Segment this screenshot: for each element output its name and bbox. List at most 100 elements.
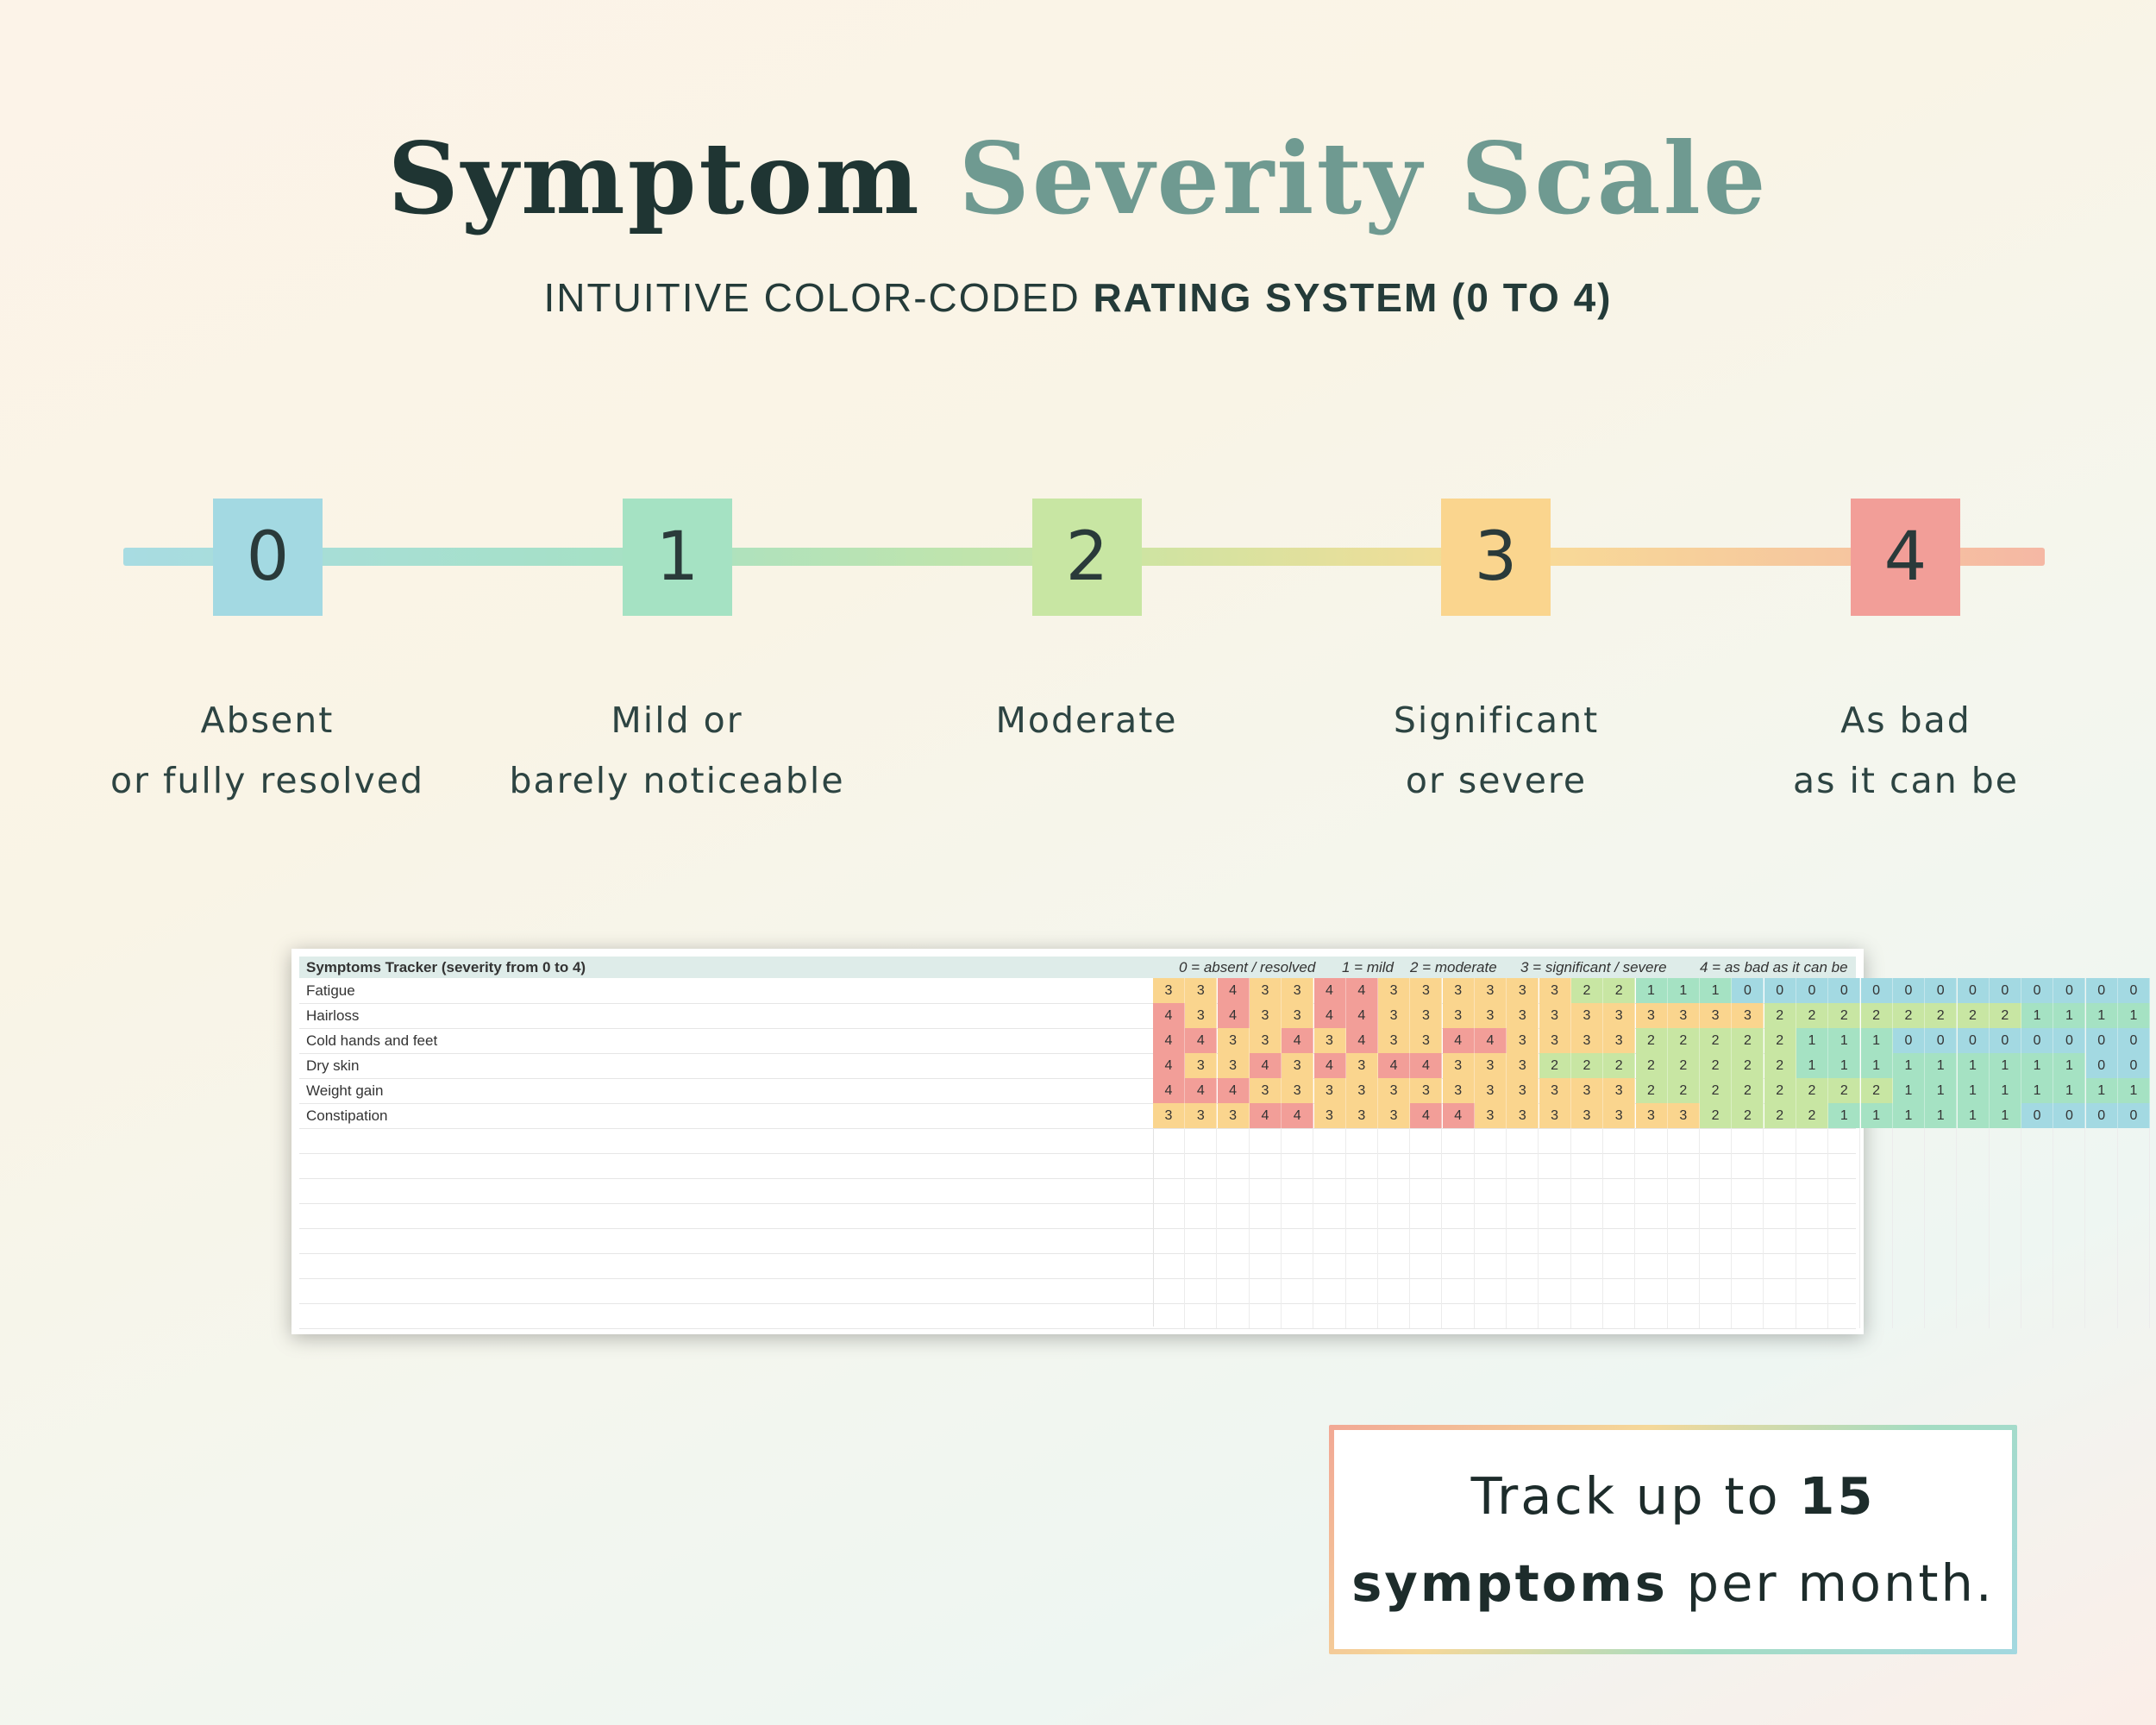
empty-cell bbox=[1378, 1303, 1411, 1328]
severity-cell: 0 bbox=[1957, 1028, 1990, 1053]
empty-cell bbox=[1539, 1253, 1571, 1278]
empty-cell bbox=[1153, 1178, 1185, 1203]
severity-cell: 4 bbox=[1313, 1053, 1346, 1078]
empty-cell bbox=[1571, 1128, 1603, 1153]
severity-cell: 2 bbox=[1732, 1078, 1764, 1103]
scale-description-line-2: or severe bbox=[1405, 760, 1588, 801]
severity-cell: 3 bbox=[1539, 1028, 1571, 1053]
severity-cell: 2 bbox=[1570, 978, 1603, 1003]
empty-cell bbox=[1893, 1228, 1925, 1253]
empty-cell bbox=[1668, 1153, 1700, 1178]
severity-cell: 3 bbox=[1570, 1078, 1603, 1103]
empty-cell bbox=[1571, 1303, 1603, 1328]
severity-cell: 3 bbox=[1313, 1028, 1346, 1053]
empty-cell bbox=[1828, 1128, 1861, 1153]
empty-cell bbox=[1218, 1253, 1250, 1278]
severity-cell: 2 bbox=[1828, 1003, 1861, 1028]
severity-cell: 0 bbox=[1989, 1028, 2021, 1053]
empty-cell bbox=[1990, 1278, 2021, 1303]
severity-cell: 2 bbox=[1732, 1053, 1764, 1078]
severity-cell: 4 bbox=[1345, 978, 1378, 1003]
table-row-empty bbox=[299, 1228, 2150, 1254]
empty-cell bbox=[1636, 1153, 1668, 1178]
severity-cell: 2 bbox=[1764, 1103, 1796, 1128]
severity-cell: 3 bbox=[1667, 1003, 1700, 1028]
empty-cell bbox=[1507, 1278, 1539, 1303]
severity-cell: 2 bbox=[1700, 1053, 1733, 1078]
empty-cell bbox=[1796, 1278, 1828, 1303]
severity-cell: 0 bbox=[2118, 1028, 2150, 1053]
scale-box-3: 3 bbox=[1441, 499, 1551, 616]
severity-cell: 2 bbox=[1667, 1053, 1700, 1078]
severity-cell: 1 bbox=[2021, 1053, 2054, 1078]
empty-cell bbox=[2021, 1153, 2054, 1178]
empty-cell bbox=[1925, 1128, 1958, 1153]
empty-cell bbox=[1828, 1228, 1861, 1253]
severity-cell: 3 bbox=[1603, 1103, 1636, 1128]
severity-cell: 0 bbox=[2085, 1053, 2118, 1078]
severity-cell: 3 bbox=[1249, 1028, 1282, 1053]
severity-cell: 2 bbox=[1796, 1003, 1828, 1028]
empty-cell bbox=[1443, 1228, 1475, 1253]
title-part-1: Symptom bbox=[387, 121, 922, 236]
severity-cell: 0 bbox=[2053, 1103, 2086, 1128]
empty-cell bbox=[1893, 1153, 1925, 1178]
severity-cell: 4 bbox=[1345, 1028, 1378, 1053]
severity-cell: 3 bbox=[1507, 978, 1539, 1003]
empty-cell bbox=[1796, 1203, 1828, 1228]
scale-description-line-2: barely noticeable bbox=[509, 760, 845, 801]
severity-cell: 1 bbox=[1892, 1078, 1925, 1103]
empty-cell bbox=[1796, 1153, 1828, 1178]
empty-cell bbox=[1603, 1178, 1636, 1203]
empty-cell bbox=[1507, 1253, 1539, 1278]
severity-cell: 4 bbox=[1217, 1003, 1250, 1028]
empty-cell bbox=[1539, 1153, 1571, 1178]
empty-cell bbox=[1218, 1278, 1250, 1303]
scale-value: 4 bbox=[1883, 518, 1927, 596]
empty-cell bbox=[1443, 1153, 1475, 1178]
severity-cell: 3 bbox=[1217, 1103, 1250, 1128]
scale-description-4: As bad as it can be bbox=[1716, 690, 2096, 811]
severity-cell: 3 bbox=[1217, 1028, 1250, 1053]
empty-cell bbox=[1346, 1253, 1378, 1278]
empty-cell bbox=[1828, 1253, 1861, 1278]
severity-cell: 3 bbox=[1217, 1053, 1250, 1078]
severity-cell: 1 bbox=[1957, 1103, 1990, 1128]
scale-description-2: Moderate bbox=[897, 690, 1276, 750]
empty-cell bbox=[1507, 1228, 1539, 1253]
severity-cell: 2 bbox=[1860, 1003, 1893, 1028]
empty-cell bbox=[1218, 1203, 1250, 1228]
empty-cell bbox=[1700, 1203, 1733, 1228]
empty-cell bbox=[1764, 1228, 1796, 1253]
severity-cell: 1 bbox=[1925, 1103, 1958, 1128]
severity-cell: 0 bbox=[1796, 978, 1828, 1003]
empty-cell bbox=[1571, 1153, 1603, 1178]
empty-cell bbox=[1861, 1303, 1893, 1328]
empty-cell bbox=[1218, 1178, 1250, 1203]
cta-box: Track up to 15 symptoms per month. bbox=[1329, 1425, 2017, 1654]
severity-cell: 3 bbox=[1410, 978, 1443, 1003]
empty-cell bbox=[1925, 1303, 1958, 1328]
empty-cell bbox=[1700, 1228, 1733, 1253]
table-row-empty bbox=[299, 1128, 2150, 1154]
empty-cell bbox=[1185, 1228, 1218, 1253]
empty-cell bbox=[2053, 1228, 2086, 1253]
empty-cell bbox=[1732, 1253, 1764, 1278]
empty-cell bbox=[1861, 1203, 1893, 1228]
scale-box-2: 2 bbox=[1032, 499, 1142, 616]
severity-cell: 4 bbox=[1442, 1103, 1475, 1128]
severity-cell: 3 bbox=[1249, 978, 1282, 1003]
severity-cell: 3 bbox=[1475, 1078, 1507, 1103]
severity-cell: 3 bbox=[1153, 1103, 1185, 1128]
empty-cell bbox=[1925, 1153, 1958, 1178]
severity-cell: 1 bbox=[2085, 1078, 2118, 1103]
severity-cell: 4 bbox=[1410, 1053, 1443, 1078]
severity-cell: 2 bbox=[1603, 1053, 1636, 1078]
empty-cell bbox=[1603, 1203, 1636, 1228]
severity-cell: 3 bbox=[1475, 978, 1507, 1003]
empty-cell bbox=[2118, 1128, 2150, 1153]
empty-cell bbox=[1410, 1178, 1443, 1203]
severity-cell: 1 bbox=[2021, 1078, 2054, 1103]
severity-cell: 3 bbox=[1442, 1003, 1475, 1028]
